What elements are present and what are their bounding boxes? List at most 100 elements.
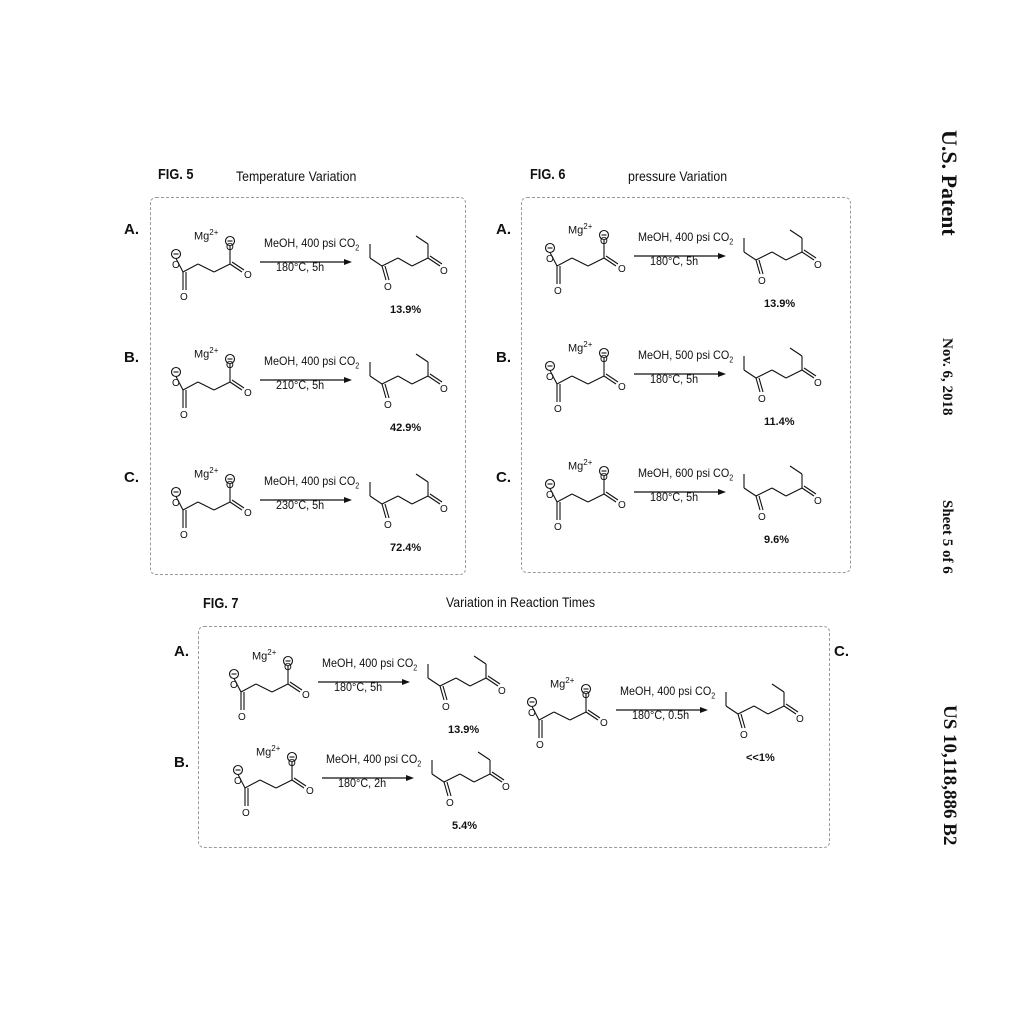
reaction-yield: 11.4% [764, 416, 795, 428]
patent-header-left: U.S. Patent [937, 130, 962, 236]
succinate-anion-structure [544, 347, 619, 402]
svg-text:O: O [242, 808, 250, 819]
svg-text:O: O [244, 270, 252, 281]
svg-text:O: O [180, 410, 188, 421]
succinate-anion-structure [544, 229, 619, 284]
magnesium-cation-label: Mg2+ [194, 228, 219, 243]
reaction-yield: 13.9% [764, 298, 796, 310]
svg-text:O: O [814, 260, 822, 271]
dimethyl-succinate-structure [369, 353, 443, 399]
magnesium-cation-label: Mg2+ [568, 458, 593, 473]
succinate-anion-structure [526, 683, 601, 738]
svg-text:O: O [600, 718, 608, 729]
fig7-label: FIG. 7 [203, 595, 239, 612]
fig7-row-b-label: B. [174, 754, 189, 771]
svg-text:O: O [306, 786, 314, 797]
svg-text:O: O [384, 520, 392, 531]
svg-text:O: O [546, 372, 554, 383]
svg-text:O: O [442, 702, 450, 713]
reaction-scheme-drawing: O O O O O O [544, 229, 822, 297]
fig7-row-a-label: A. [174, 643, 189, 660]
svg-text:O: O [446, 798, 454, 809]
svg-text:O: O [758, 394, 766, 405]
svg-text:O: O [238, 712, 246, 723]
magnesium-cation-label: Mg2+ [194, 346, 219, 361]
svg-text:O: O [618, 264, 626, 275]
fig5-panel [150, 197, 466, 575]
succinate-anion-structure [170, 235, 245, 290]
reaction-conditions-reagents: MeOH, 400 psi CO2 [638, 230, 734, 247]
fig6-panel [521, 197, 851, 573]
reaction-yield: 72.4% [390, 542, 422, 554]
reaction-scheme-drawing: O O O O O O [170, 353, 448, 421]
svg-text:O: O [498, 686, 506, 697]
svg-text:O: O [226, 242, 234, 253]
fig7-panel [198, 626, 830, 848]
svg-text:O: O [758, 512, 766, 523]
reaction-conditions-temp-time: 180°C, 0.5h [632, 708, 690, 722]
magnesium-cation-label: Mg2+ [568, 340, 593, 355]
svg-text:O: O [172, 498, 180, 509]
reaction-conditions-reagents: MeOH, 400 psi CO2 [326, 752, 422, 769]
reaction-conditions-reagents: MeOH, 400 psi CO2 [264, 354, 360, 371]
succinate-anion-structure [228, 655, 303, 710]
reaction-conditions-temp-time: 180°C, 5h [650, 490, 699, 504]
reaction-scheme-drawing: O O O O O O [544, 465, 822, 533]
svg-text:O: O [554, 286, 562, 297]
dimethyl-succinate-structure [743, 229, 817, 275]
fig5-title: Temperature Variation [236, 168, 357, 184]
fig7-title: Variation in Reaction Times [446, 594, 596, 610]
magnesium-cation-label: Mg2+ [256, 744, 281, 759]
svg-text:O: O [230, 680, 238, 691]
reaction-conditions-reagents: MeOH, 400 psi CO2 [264, 236, 360, 253]
magnesium-cation-label: Mg2+ [194, 466, 219, 481]
svg-text:O: O [814, 378, 822, 389]
svg-text:O: O [172, 378, 180, 389]
succinate-anion-structure [170, 473, 245, 528]
reaction-scheme-drawing: O O O O O O [228, 655, 506, 723]
dimethyl-succinate-structure [725, 683, 799, 729]
dimethyl-succinate-structure [369, 235, 443, 281]
patent-number: US 10,118,886 B2 [939, 705, 960, 846]
svg-text:O: O [384, 400, 392, 411]
reaction-yield: 13.9% [448, 724, 480, 736]
reaction-conditions-temp-time: 230°C, 5h [276, 498, 325, 512]
dimethyl-succinate-structure [743, 465, 817, 511]
svg-text:O: O [600, 472, 608, 483]
svg-text:O: O [618, 500, 626, 511]
reaction-conditions-temp-time: 180°C, 5h [650, 254, 699, 268]
reaction-yield: 13.9% [390, 304, 422, 316]
dimethyl-succinate-structure [427, 655, 501, 701]
svg-text:O: O [546, 490, 554, 501]
magnesium-cation-label: Mg2+ [550, 676, 575, 691]
reaction-yield: 9.6% [764, 534, 790, 546]
svg-text:O: O [758, 276, 766, 287]
svg-text:O: O [302, 690, 310, 701]
fig5-row-c-label: C. [124, 469, 139, 486]
succinate-anion-structure [170, 353, 245, 408]
magnesium-cation-label: Mg2+ [252, 648, 277, 663]
svg-text:O: O [546, 254, 554, 265]
reaction-conditions-reagents: MeOH, 500 psi CO2 [638, 348, 734, 365]
svg-text:O: O [244, 508, 252, 519]
reaction-conditions-temp-time: 180°C, 5h [650, 372, 699, 386]
reaction-conditions-reagents: MeOH, 600 psi CO2 [638, 466, 734, 483]
svg-text:O: O [226, 480, 234, 491]
reaction-conditions-temp-time: 180°C, 5h [276, 260, 325, 274]
fig6-row-b-label: B. [496, 349, 511, 366]
reaction-scheme-drawing: O O O O O O [170, 473, 448, 541]
patent-date: Nov. 6, 2018 [939, 338, 955, 416]
fig6-row-c-label: C. [496, 469, 511, 486]
svg-text:O: O [244, 388, 252, 399]
reaction-conditions-temp-time: 180°C, 2h [338, 776, 387, 790]
reaction-conditions-reagents: MeOH, 400 psi CO2 [322, 656, 418, 673]
svg-text:O: O [814, 496, 822, 507]
svg-text:O: O [796, 714, 804, 725]
patent-sheet: Sheet 5 of 6 [939, 500, 955, 574]
succinate-anion-structure [544, 465, 619, 520]
reaction-scheme-drawing: O O O O O O [526, 683, 804, 751]
